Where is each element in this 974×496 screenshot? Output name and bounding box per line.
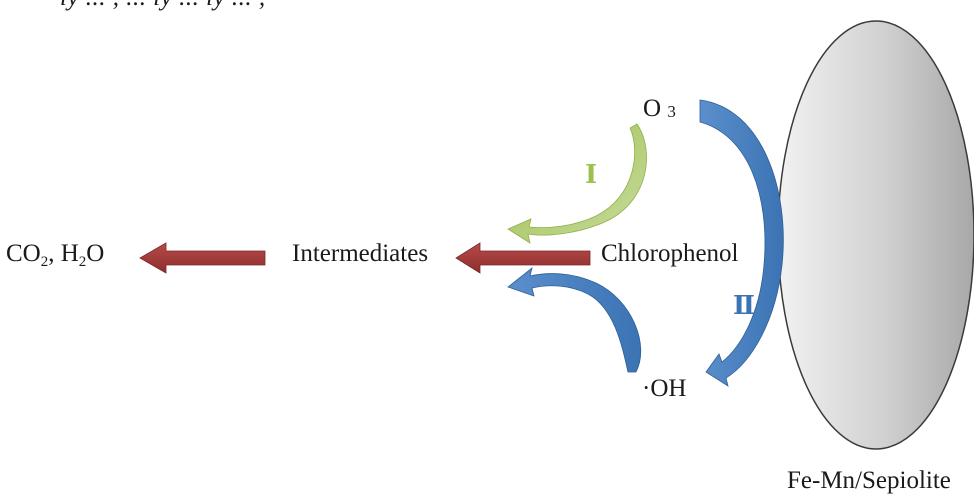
ozone-label: O 3: [643, 95, 676, 122]
pathway-2-label: Ⅱ: [733, 291, 755, 320]
arrow-hydroxyl-to-intermediates-blue: [507, 266, 641, 373]
arrow-pathway-1-green: [507, 123, 647, 244]
arrow-pathway-2-blue: [699, 99, 784, 387]
catalyst-particle: [777, 20, 974, 450]
arrow-chlorophenol-to-intermediates: [455, 242, 591, 274]
pathway-1-label: Ⅰ: [585, 160, 598, 189]
cropped-top-text: ly ... , ... ly ... ly ... ,: [60, 0, 266, 12]
products-label: CO2, H2O: [6, 240, 105, 270]
intermediates-label: Intermediates: [292, 240, 429, 267]
arrow-intermediates-to-products: [139, 242, 266, 274]
hydroxyl-label: ·OH: [642, 375, 687, 402]
catalyst-label: Fe-Mn/Sepiolite: [787, 467, 951, 494]
chlorophenol-label: Chlorophenol: [601, 240, 739, 267]
